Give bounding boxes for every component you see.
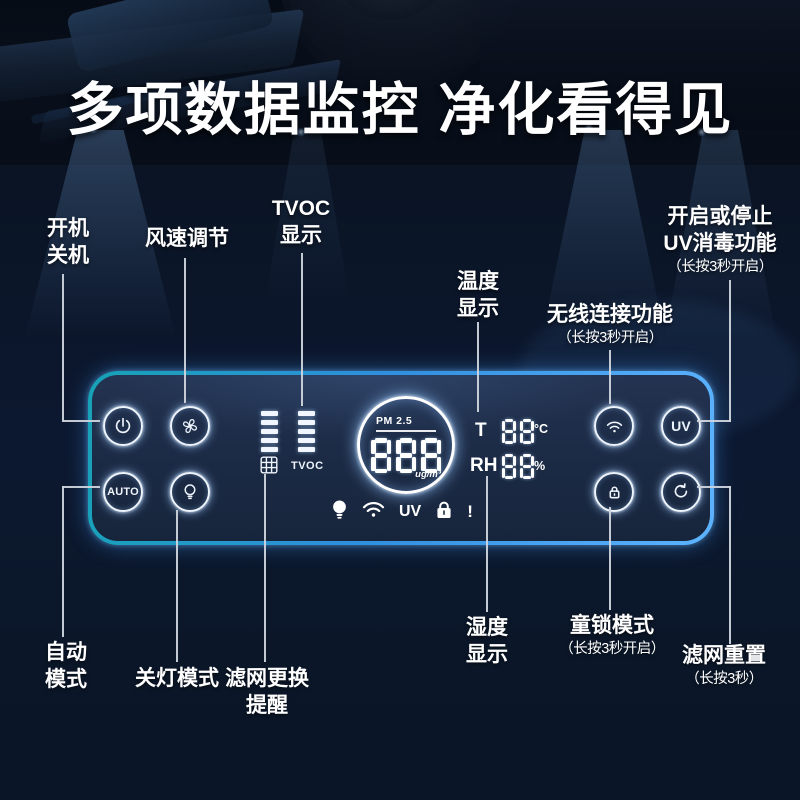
callout-temp-label: 温度 显示 (457, 270, 499, 320)
callout-auto-label: 自动 模式 (45, 641, 87, 691)
reset-icon (670, 481, 692, 503)
callout-line-childlock (609, 507, 611, 610)
callout-line-uv-h (697, 420, 731, 422)
page-title: 多项数据监控 净化看得见 (66, 78, 734, 142)
callout-line-uv (729, 280, 731, 422)
spotlight-glint (584, 124, 594, 134)
callout-line-temp (477, 322, 479, 412)
auto-mode-button[interactable]: AUTO (103, 472, 143, 512)
callout-wifi-label: 无线连接功能 （长按3秒开启） (547, 303, 673, 346)
callout-reset-label: 滤网重置 （长按3秒） (682, 644, 766, 687)
callout-light-label: 关灯模式 (135, 667, 219, 690)
tvoc-level-bars (298, 411, 315, 452)
spotlight-glint (88, 124, 98, 134)
callout-line-reset-h (697, 486, 731, 488)
callout-uv-label: 开启或停止 UV消毒功能 （长按3秒开启） (663, 205, 777, 275)
callout-line-filter (264, 474, 266, 662)
wifi-icon (603, 415, 626, 438)
temp-unit: °C (534, 422, 549, 436)
callout-humidity-label: 湿度 显示 (466, 616, 508, 666)
pm25-label: PM 2.5 (376, 415, 413, 427)
uv-button[interactable]: UV (661, 406, 701, 446)
fan-speed-button[interactable] (170, 406, 210, 446)
status-icon-row: UV ! (331, 499, 473, 525)
pm25-unit: ug/m³ (415, 469, 441, 480)
background-artwork (0, 0, 800, 165)
callout-childlock-label: 童锁模式 （长按3秒开启） (559, 614, 665, 657)
temp-value (502, 419, 534, 444)
spotlight-glint (296, 127, 306, 137)
callout-tvoc-label: TVOC 显示 (271, 197, 331, 247)
auto-button-label: AUTO (107, 486, 139, 498)
humidity-unit: % (534, 459, 546, 473)
power-icon (112, 415, 134, 437)
child-lock-icon (603, 481, 626, 504)
pm25-display: PM 2.5 ug/m³ (357, 396, 455, 494)
light-off-button[interactable] (170, 472, 210, 512)
pm25-value (371, 438, 441, 473)
pm25-underline (376, 430, 436, 432)
filter-level-bars (261, 411, 278, 452)
wifi-button[interactable] (594, 406, 634, 446)
tvoc-label: TVOC (291, 460, 324, 472)
callout-line-wifi (609, 350, 611, 404)
light-on-status-icon (331, 499, 348, 525)
callout-line-auto (62, 486, 64, 637)
artwork-overlay (0, 0, 800, 165)
control-panel: AUTO TVOC (88, 371, 714, 545)
filter-grid-icon (260, 456, 278, 479)
alert-status-icon: ! (467, 502, 473, 521)
filter-reset-button[interactable] (661, 472, 701, 512)
callout-line-fan (184, 258, 186, 403)
callout-line-power (62, 274, 64, 421)
lock-status-icon (434, 501, 454, 524)
temp-label: T (475, 420, 487, 441)
callout-line-auto-h (62, 486, 100, 488)
child-lock-button[interactable] (594, 472, 634, 512)
callout-filter-label: 滤网更换 提醒 (225, 667, 309, 717)
power-button[interactable] (103, 406, 143, 446)
humidity-label: RH (470, 455, 498, 476)
light-bulb-icon (179, 481, 201, 503)
uv-status-label: UV (399, 503, 422, 520)
callout-line-power-h (62, 420, 100, 422)
callout-line-reset (729, 486, 731, 644)
uv-button-label: UV (671, 418, 691, 434)
humidity-value (502, 454, 534, 479)
callout-fan-label: 风速调节 (145, 227, 229, 250)
control-panel-surface: AUTO TVOC (92, 375, 710, 541)
callout-power-label: 开机 关机 (47, 217, 89, 267)
wifi-status-icon (361, 501, 386, 523)
callout-line-tvoc (301, 253, 303, 406)
spotlight-glint (697, 127, 707, 137)
callout-line-humidity (486, 476, 488, 612)
fan-icon (178, 414, 202, 438)
callout-line-light (176, 510, 178, 662)
